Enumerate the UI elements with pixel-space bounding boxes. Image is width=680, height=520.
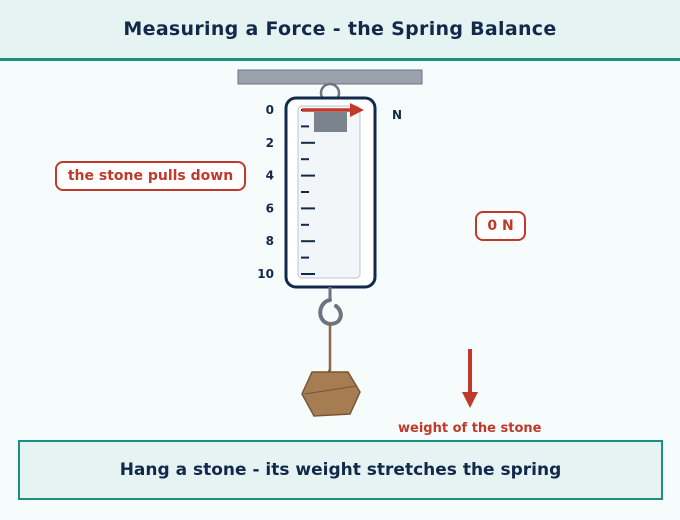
weight-caption: weight of the stone: [398, 421, 542, 436]
stone-pulls-label: the stone pulls down: [55, 161, 246, 191]
page-header: Measuring a Force - the Spring Balance: [0, 0, 680, 61]
caption-text: Hang a stone - its weight stretches the …: [119, 460, 562, 480]
page-title: Measuring a Force - the Spring Balance: [123, 18, 557, 40]
stone-crack: [304, 367, 357, 395]
scale-window: [297, 105, 361, 279]
caption-box: Hang a stone - its weight stretches the …: [18, 440, 663, 500]
tick-label: 0: [266, 103, 274, 117]
pointer-block: [314, 112, 347, 132]
force-reading: 0 N: [475, 211, 526, 241]
tick-label: 8: [266, 234, 274, 248]
tick-label: 2: [266, 136, 274, 150]
scale-ticks: 0 2 4 6 8 10: [257, 103, 315, 281]
hook: [318, 298, 343, 327]
unit-label: N: [392, 108, 402, 122]
tick-label: 4: [266, 169, 274, 183]
stone: [301, 371, 361, 417]
tick-label: 10: [257, 267, 274, 281]
support-bar: [237, 69, 423, 85]
tick-label: 6: [266, 201, 274, 215]
